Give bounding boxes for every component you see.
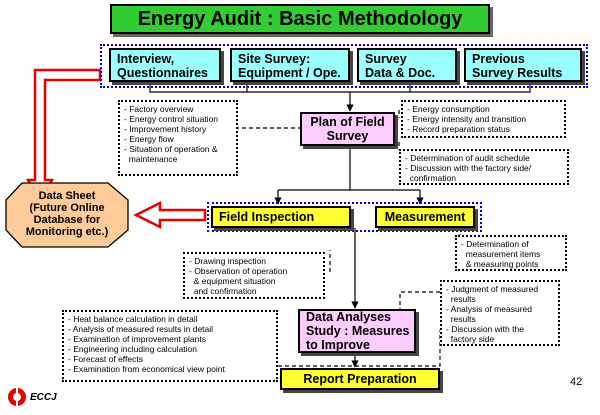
page-number: 42: [570, 376, 583, 388]
note-measurement-items: - Determination of measurement items & m…: [455, 235, 567, 271]
report-box: Report Preparation: [280, 368, 440, 390]
note-energy: - Energy consumption - Energy intensity …: [401, 100, 566, 138]
note-judgment: - Judgment of measured results - Analysi…: [440, 280, 560, 346]
note-schedule: - Determination of audit schedule - Disc…: [399, 149, 569, 185]
measurement-box: Measurement: [375, 206, 475, 228]
source-site-survey: Site Survey:Equipment / Ope.: [230, 48, 350, 82]
source-group: [100, 44, 588, 88]
inspection-group: [207, 202, 482, 232]
note-drawing: - Drawing inspection - Observation of op…: [183, 252, 325, 299]
eccj-logo-icon: [8, 387, 26, 407]
note-factory: - Factory overview - Energy control situ…: [118, 100, 238, 176]
datasheet-shape: [5, 182, 129, 248]
source-interview: Interview,Questionnaires: [109, 48, 221, 82]
note-heat: - Heat balance calculation in detail - A…: [62, 310, 278, 382]
eccj-logo-text: ECCJ: [30, 392, 57, 403]
page-title: Energy Audit : Basic Methodology: [110, 4, 490, 34]
field-inspection-box: Field Inspection: [211, 206, 351, 228]
